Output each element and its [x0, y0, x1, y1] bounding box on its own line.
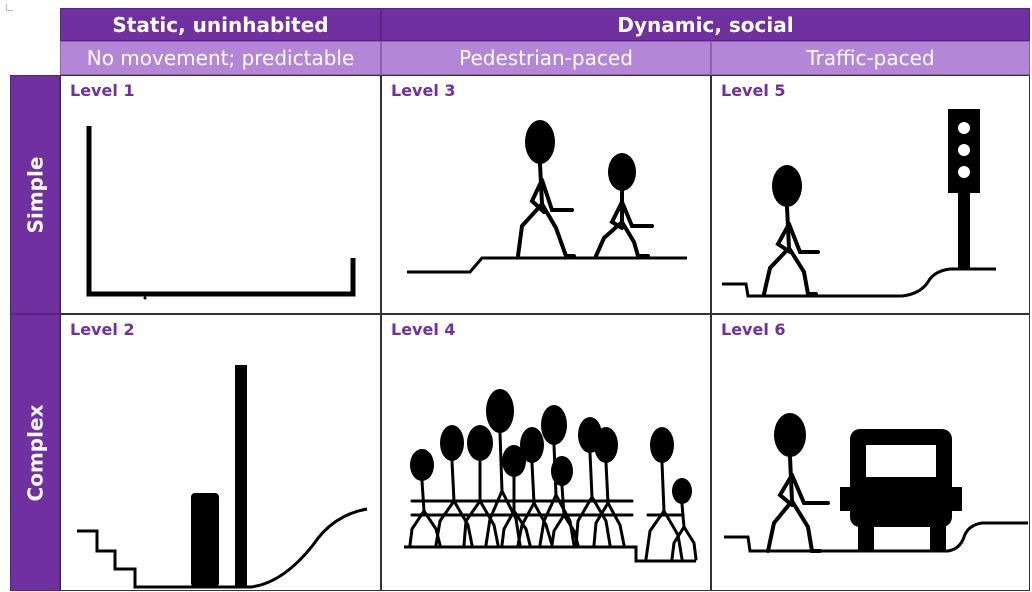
cell-level-3: Level 3	[381, 75, 711, 314]
level-3-label: Level 3	[391, 81, 456, 100]
subheader-no-movement-label: No movement; predictable	[86, 46, 355, 70]
level-4-label: Level 4	[391, 320, 456, 339]
header-dynamic-label: Dynamic, social	[617, 12, 794, 37]
two-pedestrians-icon	[407, 120, 687, 274]
cell-level-4: Level 4	[381, 314, 711, 591]
cell-level-1: Level 1	[60, 75, 381, 314]
level-1-label: Level 1	[70, 81, 135, 100]
stairs-posts-icon	[77, 365, 368, 589]
cell-level-2: Level 2	[60, 314, 381, 591]
subheader-pedestrian-label: Pedestrian-paced	[459, 46, 633, 70]
corner-line-icon	[86, 126, 356, 300]
cell-level-5: Level 5	[711, 75, 1030, 314]
header-static: Static, uninhabited	[60, 8, 381, 41]
pedestrian-vehicle-icon	[724, 413, 1028, 553]
pedestrian-traffic-light-icon	[722, 109, 996, 298]
levels-table: Static, uninhabited Dynamic, social No m…	[10, 8, 1030, 591]
header-dynamic: Dynamic, social	[381, 8, 1030, 41]
level-5-label: Level 5	[721, 81, 786, 100]
level-6-label: Level 6	[721, 320, 786, 339]
subheader-pedestrian: Pedestrian-paced	[381, 41, 711, 75]
corner-mark	[6, 4, 13, 11]
level-2-label: Level 2	[70, 320, 135, 339]
row-header-simple-label: Simple	[23, 156, 47, 233]
cell-level-6: Level 6	[711, 314, 1030, 591]
row-header-complex-label: Complex	[23, 404, 47, 501]
row-header-complex: Complex	[10, 314, 60, 591]
row-header-simple: Simple	[10, 75, 60, 314]
header-static-label: Static, uninhabited	[112, 12, 329, 37]
crowd-icon	[404, 389, 698, 563]
subheader-no-movement: No movement; predictable	[60, 41, 381, 75]
subheader-traffic: Traffic-paced	[711, 41, 1030, 75]
subheader-traffic-label: Traffic-paced	[806, 46, 935, 70]
